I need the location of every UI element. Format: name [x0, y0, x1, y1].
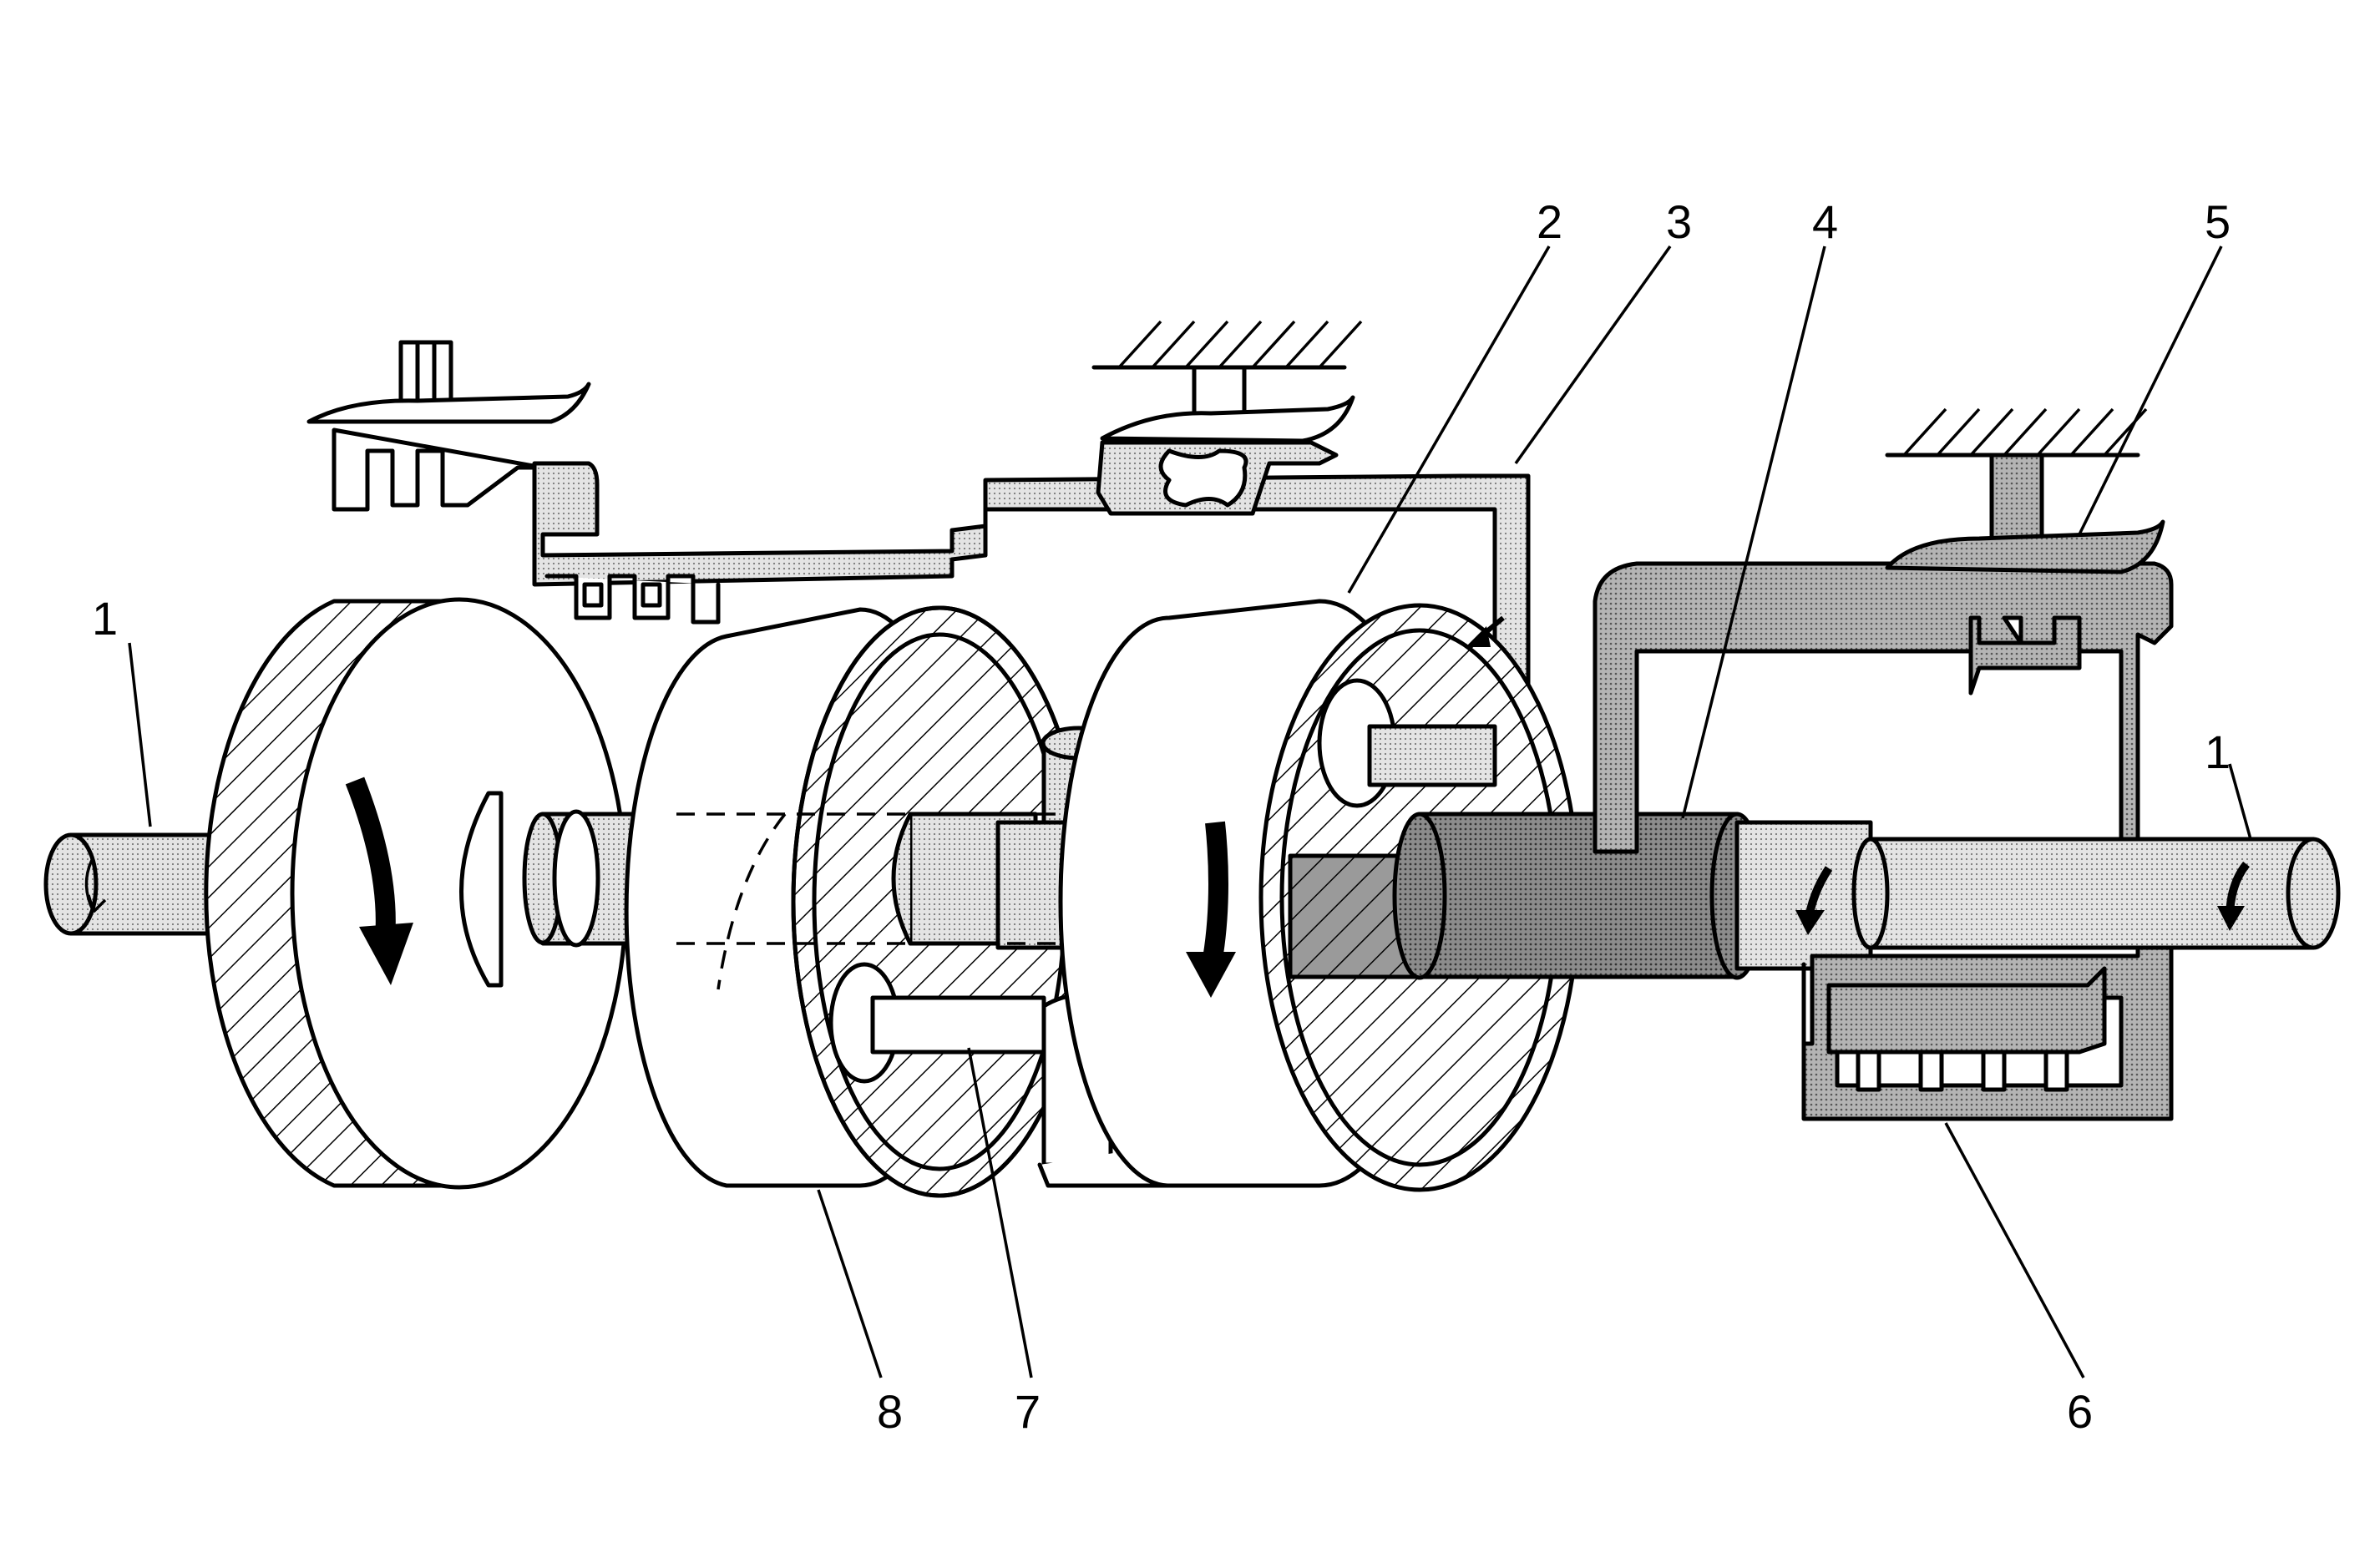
- leader-lines: [128, 245, 2252, 1378]
- right-drum: [1058, 599, 1581, 1192]
- callout-1-right: 1: [2205, 726, 2231, 778]
- callout-labels: 1 1 2 3 4 5 6 7 8: [92, 195, 2231, 1438]
- callout-3: 3: [1666, 195, 1692, 248]
- right-clutch-housing: [1593, 561, 2174, 862]
- right-drum-rotation-arrow: [1186, 821, 1236, 998]
- callout-7: 7: [1015, 1385, 1041, 1438]
- left-clutch-assembly: [306, 340, 1531, 825]
- callout-4: 4: [1812, 195, 1838, 248]
- callout-1-left: 1: [92, 592, 118, 645]
- lower-right-clutch-pack: [1801, 945, 2174, 1121]
- callout-6: 6: [2067, 1385, 2093, 1438]
- callout-8: 8: [877, 1385, 903, 1438]
- right-band-anchor: [1885, 407, 2165, 574]
- callout-5: 5: [2205, 195, 2231, 248]
- left-drum: [204, 597, 629, 1190]
- callout-2: 2: [1537, 195, 1562, 248]
- output-shaft-right: [1734, 820, 2341, 971]
- center-band-anchor: [1091, 320, 1363, 516]
- fluid-flow-arrow: [1466, 615, 1505, 647]
- left-drum-rotation-arrow: [345, 776, 413, 985]
